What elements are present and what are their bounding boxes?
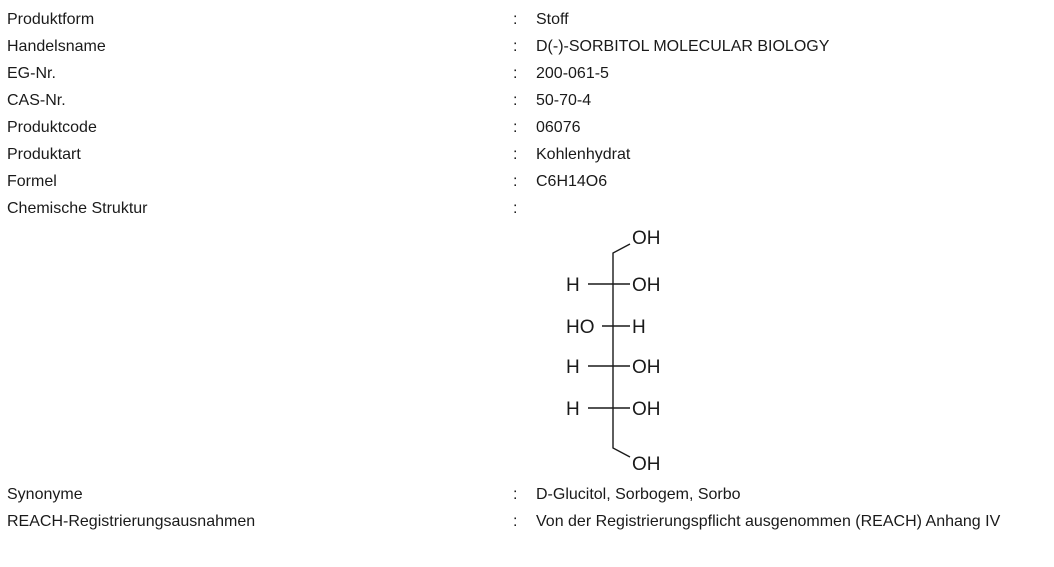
label-handelsname: Handelsname	[7, 38, 106, 55]
label-produktart: Produktart	[7, 146, 81, 163]
separator: :	[513, 146, 518, 163]
separator: :	[513, 486, 518, 503]
label-cas-nr: CAS-Nr.	[7, 92, 66, 109]
value-cas-nr: 50-70-4	[536, 92, 592, 109]
value-eg-nr: 200-061-5	[536, 65, 609, 82]
value-synonyme: D-Glucitol, Sorbogem, Sorbo	[536, 486, 741, 503]
carbon-chain-bottom	[612, 436, 631, 458]
label-synonyme: Synonyme	[7, 486, 83, 503]
row-produktart: Produktart : Kohlenhydrat	[0, 145, 1054, 165]
chemical-structure-diagram: OH H OH HO H H OH H OH OH	[566, 228, 661, 475]
atom-c3-right: H	[632, 317, 646, 338]
separator: :	[513, 65, 518, 82]
row-cas-nr: CAS-Nr. : 50-70-4	[0, 91, 1054, 111]
label-chemische-struktur: Chemische Struktur	[7, 200, 148, 217]
separator: :	[513, 200, 518, 217]
row-reach-ausnahmen: REACH-Registrierungsausnahmen : Von der …	[0, 512, 1054, 560]
value-handelsname: D(-)-SORBITOL MOLECULAR BIOLOGY	[536, 38, 830, 55]
atom-c5-right: OH	[632, 399, 661, 420]
row-produktcode: Produktcode : 06076	[0, 118, 1054, 138]
atom-c2-left: H	[566, 275, 580, 296]
value-produktart: Kohlenhydrat	[536, 146, 631, 163]
row-handelsname: Handelsname : D(-)-SORBITOL MOLECULAR BI…	[0, 37, 1054, 57]
row-formel: Formel : C6H14O6	[0, 172, 1054, 192]
separator: :	[513, 11, 518, 28]
value-produktcode: 06076	[536, 119, 581, 136]
value-formel: C6H14O6	[536, 173, 608, 190]
row-chemische-struktur: Chemische Struktur :	[0, 199, 1054, 219]
row-synonyme: Synonyme : D-Glucitol, Sorbogem, Sorbo	[0, 485, 1054, 505]
atom-bottom-oh: OH	[632, 454, 661, 475]
label-produktcode: Produktcode	[7, 119, 97, 136]
value-reach-ausnahmen: Von der Registrierungspflicht ausgenomme…	[536, 513, 1001, 530]
separator: :	[513, 38, 518, 55]
separator: :	[513, 92, 518, 109]
separator: :	[513, 173, 518, 190]
label-reach-ausnahmen: REACH-Registrierungsausnahmen	[7, 513, 256, 530]
carbon-chain-top	[612, 243, 631, 269]
label-produktform: Produktform	[7, 11, 95, 28]
atom-top-oh: OH	[632, 228, 661, 249]
atom-c4-right: OH	[632, 357, 661, 378]
row-produktform: Produktform : Stoff	[0, 10, 1054, 30]
atom-c3-left: HO	[566, 317, 595, 338]
label-formel: Formel	[7, 173, 57, 190]
value-produktform: Stoff	[536, 11, 569, 28]
separator: :	[513, 513, 518, 530]
atom-c5-left: H	[566, 399, 580, 420]
separator: :	[513, 119, 518, 136]
row-eg-nr: EG-Nr. : 200-061-5	[0, 64, 1054, 84]
atom-c2-right: OH	[632, 275, 661, 296]
label-eg-nr: EG-Nr.	[7, 65, 56, 82]
atom-c4-left: H	[566, 357, 580, 378]
